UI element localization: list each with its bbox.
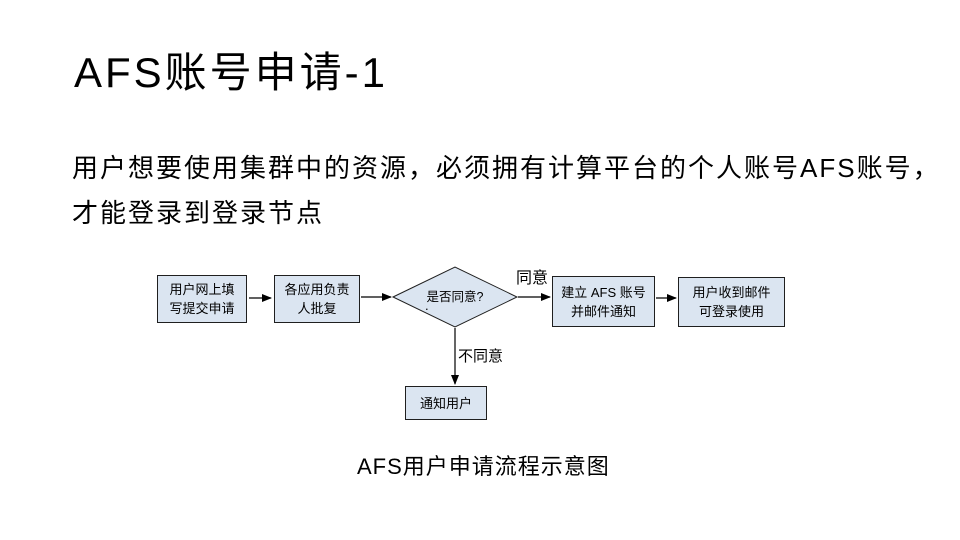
- flowchart-node-notify-user: 通知用户: [405, 386, 487, 420]
- flowchart-node-approve: 各应用负责 人批复: [274, 275, 360, 323]
- figure-caption: AFS用户申请流程示意图: [357, 454, 610, 479]
- flowchart-node-apply: 用户网上填 写提交申请: [157, 275, 247, 323]
- flowchart-node-create-account: 建立 AFS 账号 并邮件通知: [552, 276, 655, 327]
- slide-title: AFS账号申请-1: [74, 49, 389, 96]
- body-text: 用户想要使用集群中的资源，必须拥有计算平台的个人账号AFS账号， 才能登录到登录…: [72, 146, 941, 236]
- edge-label-agree: 同意: [516, 270, 549, 287]
- flowchart-node-decision-label: 是否同意?: [426, 290, 484, 304]
- body-line-2: 才能登录到登录节点: [72, 198, 325, 228]
- body-line-1: 用户想要使用集群中的资源，必须拥有计算平台的个人账号AFS账号，: [72, 153, 941, 183]
- decision-stray-dot: .: [425, 298, 429, 313]
- flowchart-node-receive-mail: 用户收到邮件 可登录使用: [678, 277, 785, 327]
- edge-label-disagree: 不同意: [458, 348, 504, 365]
